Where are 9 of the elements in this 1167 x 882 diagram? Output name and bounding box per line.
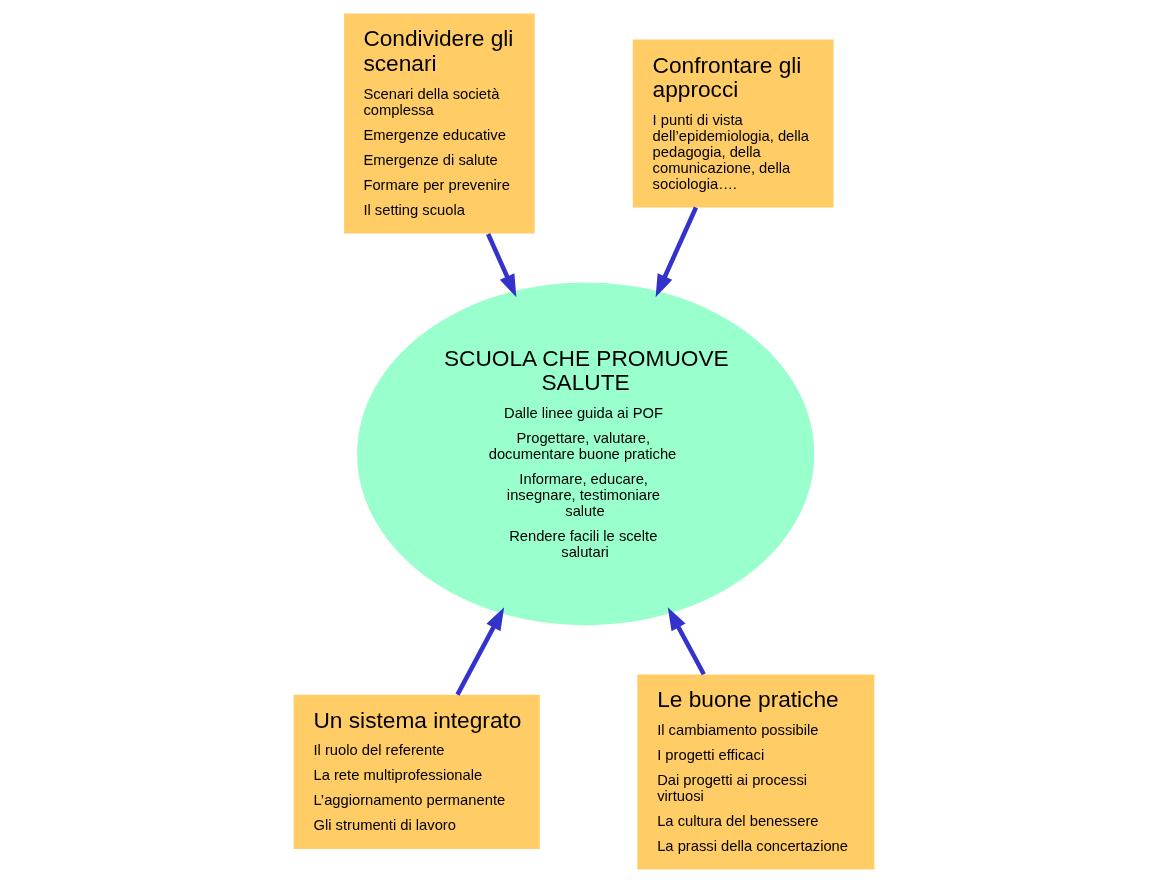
node-box: Un sistema integrato Il ruolo del referente La rete multiprofessionale L’aggiornamento permanente Gli strumenti di lavoro — [293, 694, 540, 849]
arrow — [655, 206, 698, 297]
node-box: Condividere gli scenari Scenari della società complessa Emergenze educative Emergenze di salute Formare per prevenire Il setting scuola — [343, 13, 535, 234]
arrow — [667, 606, 706, 675]
node-ellipse: SCUOLA CHE PROMUOVE SALUTE Dalle linee guida ai POF Progettare, valutare, documentare buone pratiche Informare, educare, insegnare, testimoniare salute Rendere facili le scelte salutari — [356, 282, 814, 625]
node-box: Le buone pratiche Il cambiamento possibile I progetti efficaci Dai progetti ai processi virtuosi La cultura del benessere La prassi della concertazione — [636, 673, 874, 869]
arrow — [485, 232, 516, 297]
arrow — [454, 606, 504, 696]
node-box: Confrontare gli approcci I punti di vista dell’epidemiologia, della pedagogia, della comunicazione, della sociologia…. — [632, 39, 834, 207]
